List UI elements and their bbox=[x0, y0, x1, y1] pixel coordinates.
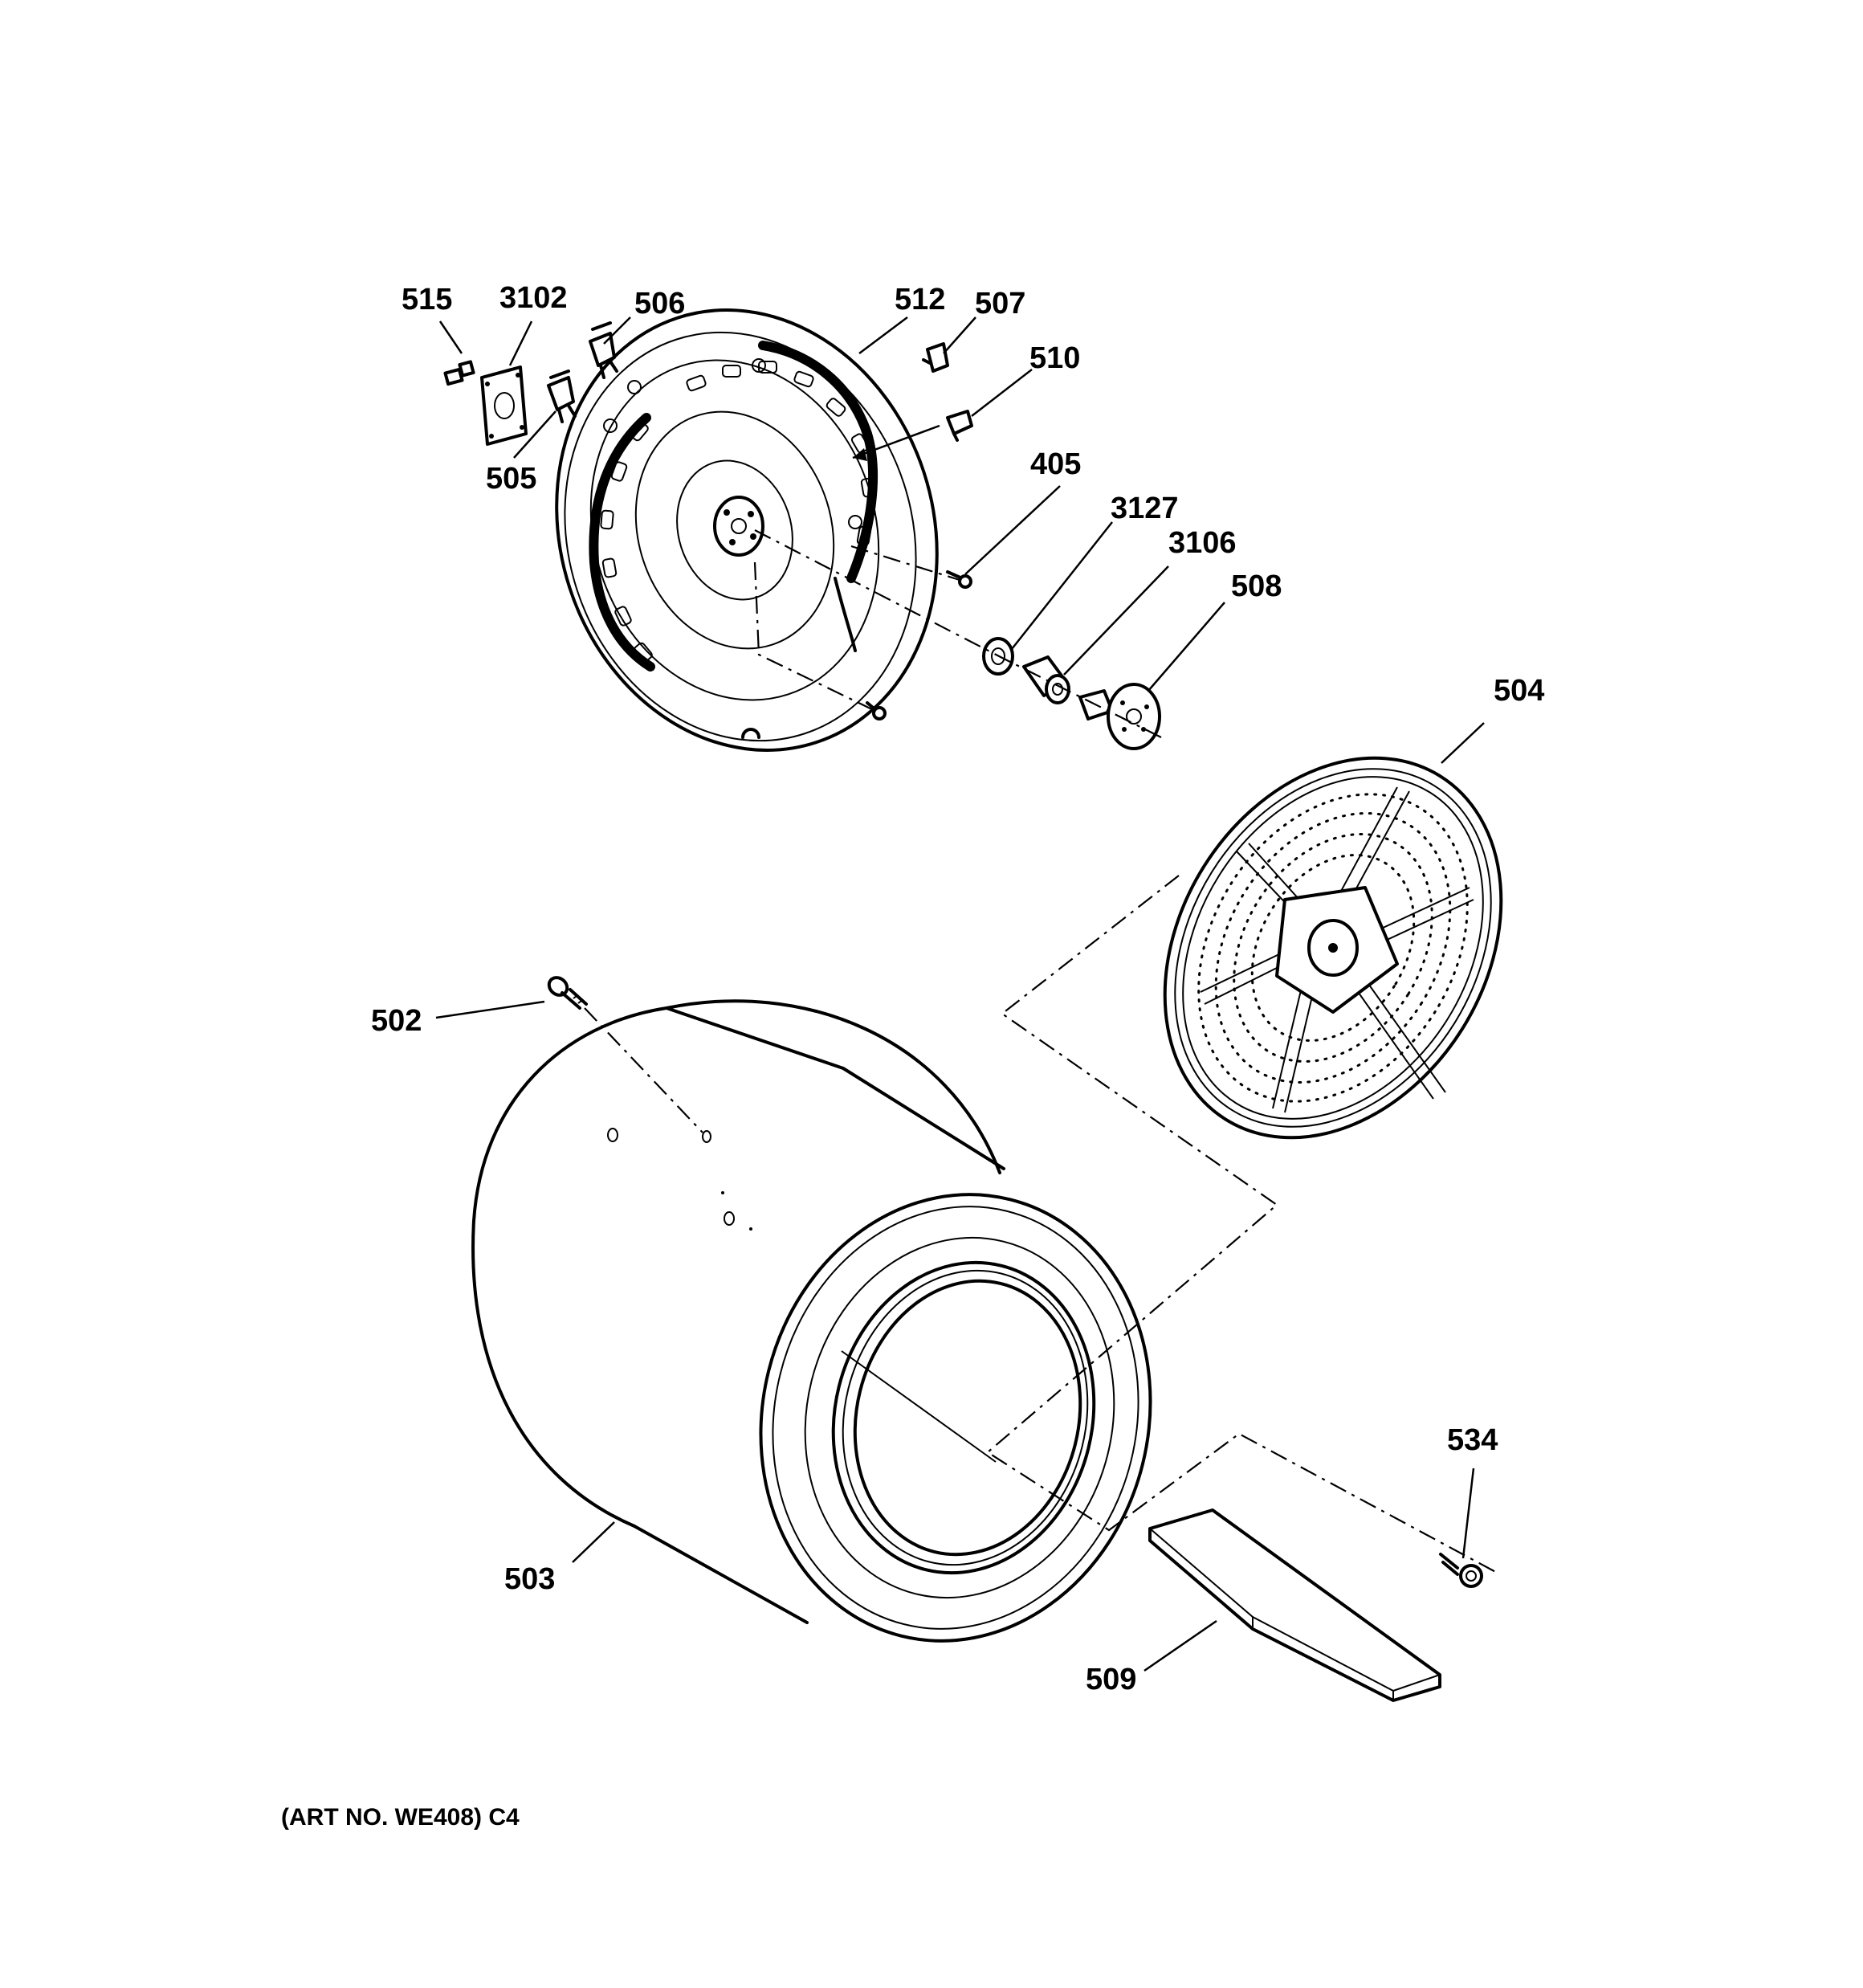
drum-part-503 bbox=[471, 999, 1152, 1643]
part-3102 bbox=[480, 365, 528, 446]
label-505: 505 bbox=[486, 462, 536, 496]
label-3106: 3106 bbox=[1168, 526, 1237, 560]
part-3127-washer bbox=[982, 637, 1014, 676]
part-515 bbox=[443, 360, 475, 386]
art-number-label: (ART NO. WE408) C4 bbox=[281, 1804, 520, 1831]
part-502-screw bbox=[547, 976, 588, 1010]
part-510-clip bbox=[946, 410, 973, 442]
label-502: 502 bbox=[371, 1004, 422, 1038]
label-510: 510 bbox=[1029, 341, 1080, 375]
part-534-screw bbox=[1439, 1553, 1483, 1588]
part-508-shaft bbox=[1078, 683, 1161, 750]
part-506-thermostat bbox=[589, 321, 618, 379]
part-3106-bearing bbox=[1022, 655, 1070, 704]
label-504: 504 bbox=[1494, 674, 1544, 708]
label-3102: 3102 bbox=[499, 281, 568, 315]
label-405: 405 bbox=[1030, 447, 1081, 481]
label-506: 506 bbox=[634, 287, 685, 320]
part-405-screw bbox=[946, 570, 972, 589]
label-3127: 3127 bbox=[1111, 492, 1179, 525]
leader-lines bbox=[435, 316, 1485, 1672]
label-534: 534 bbox=[1447, 1423, 1498, 1457]
label-508: 508 bbox=[1231, 569, 1282, 603]
label-509: 509 bbox=[1086, 1663, 1136, 1696]
label-503: 503 bbox=[504, 1562, 555, 1596]
front-baffle-part-504 bbox=[1163, 756, 1503, 1140]
rear-bulkhead-part-512 bbox=[555, 308, 939, 752]
screw-bulkhead-bottom bbox=[866, 701, 887, 720]
part-507-clip bbox=[922, 342, 949, 373]
label-512: 512 bbox=[895, 283, 945, 316]
label-515: 515 bbox=[402, 283, 452, 316]
label-507: 507 bbox=[975, 287, 1025, 320]
part-505-thermostat bbox=[547, 369, 577, 423]
part-509-drum-glide bbox=[1148, 1508, 1441, 1702]
